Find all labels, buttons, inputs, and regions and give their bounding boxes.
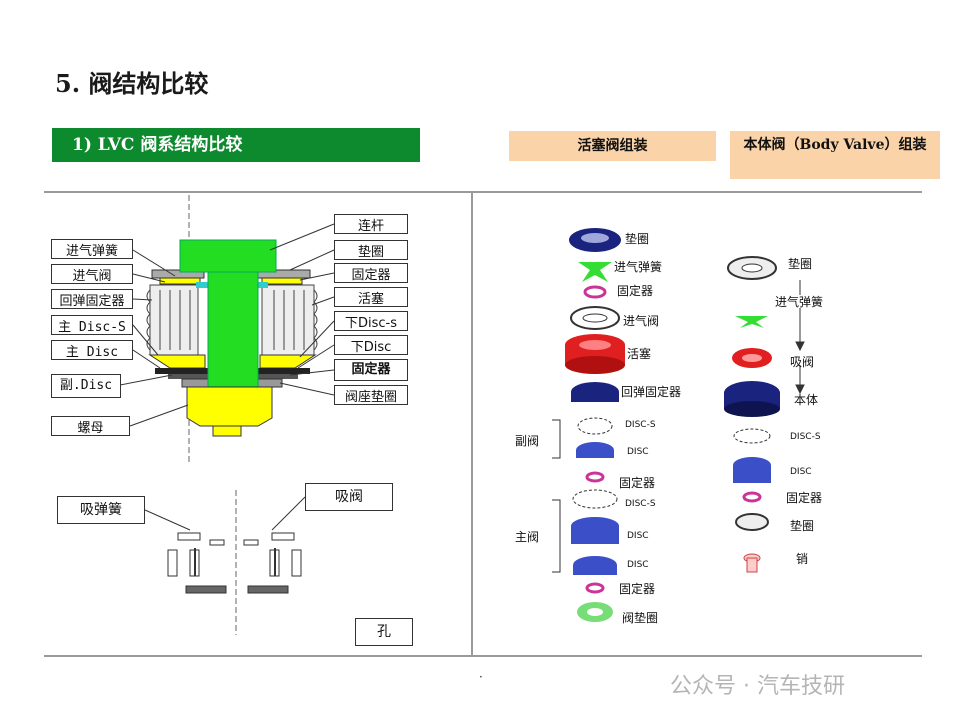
label-nut: 螺母 bbox=[51, 416, 130, 436]
watermark: 公众号 · 汽车技研 bbox=[670, 674, 845, 699]
piston-label-inlet-spring: 进气弹簧 bbox=[614, 260, 663, 274]
body-stack bbox=[724, 256, 780, 573]
body-label-pin: 销 bbox=[796, 552, 809, 566]
label-lower-disc-s: 下Disc-s bbox=[334, 311, 408, 331]
piston-label-retainer-c: 固定器 bbox=[619, 582, 656, 596]
body-label-suction-valve: 吸阀 bbox=[790, 355, 815, 369]
suction-sketch bbox=[167, 532, 302, 594]
label-lower-disc: 下Disc bbox=[334, 335, 408, 355]
label-seat-washer: 阀座垫圈 bbox=[334, 385, 408, 405]
center-divider bbox=[471, 193, 473, 655]
bottom-rule bbox=[44, 655, 922, 657]
piston-label-inlet-valve: 进气阀 bbox=[623, 314, 660, 328]
label-rebound-retainer: 回弹固定器 bbox=[51, 289, 133, 309]
label-hole: 孔 bbox=[355, 618, 413, 646]
leader-lines bbox=[119, 223, 335, 531]
label-inlet-spring: 进气弹簧 bbox=[51, 239, 133, 259]
piston-label-disc-a: DISC bbox=[627, 447, 649, 457]
label-retainer-2: 固定器 bbox=[334, 359, 408, 381]
rod-shaft bbox=[207, 271, 259, 388]
body-label-retainer: 固定器 bbox=[786, 491, 823, 505]
label-retainer: 固定器 bbox=[334, 263, 408, 283]
piston-label-washer: 垫圈 bbox=[625, 232, 650, 246]
piston-stack bbox=[565, 228, 625, 622]
body-valve-header: 本体阀（Body Valve）组装 bbox=[730, 131, 940, 179]
top-rule bbox=[44, 191, 922, 193]
label-main-disc-s: 主 Disc-S bbox=[51, 315, 133, 335]
body-label-inlet-spring: 进气弹簧 bbox=[775, 295, 824, 309]
inlet-valve-right bbox=[261, 277, 303, 285]
piston-label-seat-washer: 阀垫圈 bbox=[622, 611, 659, 625]
piston-label-retainer-b: 固定器 bbox=[619, 476, 656, 490]
seal-left bbox=[196, 282, 208, 288]
piston-label-disc-s-a: DISC-S bbox=[625, 420, 656, 430]
main-valve-bracket bbox=[552, 499, 561, 573]
footer-dot: · bbox=[479, 670, 483, 684]
label-rod: 连杆 bbox=[334, 214, 408, 234]
body-label-washer-2: 垫圈 bbox=[790, 519, 815, 533]
piston-label-disc-c: DISC bbox=[627, 560, 649, 570]
body-label-disc-s: DISC-S bbox=[790, 432, 821, 442]
page-title: 5. 阀结构比较 bbox=[55, 69, 209, 98]
assembly-arrows bbox=[795, 280, 805, 395]
nut bbox=[186, 386, 273, 427]
label-washer: 垫圈 bbox=[334, 240, 408, 260]
piston-label-rebound-retainer: 回弹固定器 bbox=[621, 385, 682, 399]
label-sub-disc: 副.Disc bbox=[51, 374, 121, 398]
rod-head bbox=[179, 239, 277, 273]
sub-valve-bracket bbox=[552, 419, 561, 459]
label-suction-spring: 吸弹簧 bbox=[57, 496, 145, 524]
piston-label-sub-valve: 副阀 bbox=[515, 434, 540, 448]
piston-valve-header: 活塞阀组装 bbox=[509, 131, 716, 161]
piston-label-retainer-a: 固定器 bbox=[617, 284, 654, 298]
lower-disc-right bbox=[259, 354, 317, 369]
piston-label-disc-s-b: DISC-S bbox=[625, 499, 656, 509]
nut-tip bbox=[212, 425, 242, 437]
inlet-valve-left bbox=[159, 277, 201, 285]
coil-spring-right bbox=[261, 284, 318, 356]
body-label-body: 本体 bbox=[794, 393, 819, 407]
label-suction-valve: 吸阀 bbox=[305, 483, 393, 511]
coil-spring-left bbox=[146, 284, 199, 356]
body-label-disc: DISC bbox=[790, 467, 812, 477]
body-label-washer: 垫圈 bbox=[788, 257, 813, 271]
piston-label-main-valve: 主阀 bbox=[515, 530, 540, 544]
piston-label-piston: 活塞 bbox=[627, 347, 652, 361]
lower-disc-left bbox=[148, 354, 206, 369]
seal-right bbox=[256, 282, 268, 288]
label-piston: 活塞 bbox=[334, 287, 408, 307]
piston-label-disc-b: DISC bbox=[627, 531, 649, 541]
section-label: 1) LVC 阀系结构比较 bbox=[52, 128, 420, 162]
label-inlet-valve: 进气阀 bbox=[51, 264, 133, 284]
label-main-disc: 主 Disc bbox=[51, 340, 133, 360]
